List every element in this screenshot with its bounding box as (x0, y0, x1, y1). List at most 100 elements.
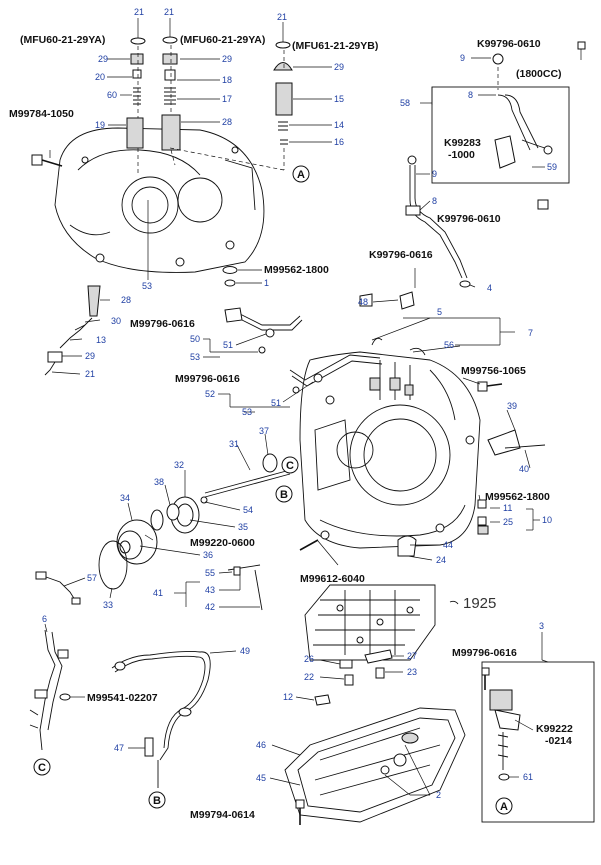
speed-sensor-assy (44, 285, 110, 376)
part-number: 31 (229, 439, 239, 449)
part-number: 4 (487, 283, 492, 293)
bolt-m99784 (31, 154, 63, 167)
speedometer-cable (111, 650, 237, 788)
part-number: 35 (238, 522, 248, 532)
part-number: 37 (259, 426, 269, 436)
code-m99796-0616-c: M99796-0616 (452, 647, 517, 659)
bracket-44 (397, 535, 440, 561)
inset-solenoid-box (481, 632, 595, 823)
code-1925: 1925 (463, 595, 496, 612)
part-number: 50 (190, 334, 200, 344)
pin-m99612 (299, 539, 339, 566)
code-m99784-1050: M99784-1050 (9, 108, 74, 120)
callout-c-bottom (33, 758, 51, 776)
part-number: 43 (205, 585, 215, 595)
part-number: 34 (120, 493, 130, 503)
part-number: 1 (264, 278, 269, 288)
part-number: 29 (222, 54, 232, 64)
part-number: 7 (528, 328, 533, 338)
part-number: 51 (271, 398, 281, 408)
part-number: 41 (153, 588, 163, 598)
code-k99796-0610-top: K99796-0610 (477, 38, 541, 50)
wiring-harness-6 (29, 623, 85, 751)
code-1800cc: (1800CC) (516, 68, 562, 80)
code-k99222: K99222 (536, 723, 573, 735)
part-48 (359, 293, 373, 307)
washer-m99562 (222, 266, 262, 287)
oil-pipe-lower (218, 354, 383, 413)
part-number: 26 (304, 654, 314, 664)
part-number: 15 (334, 94, 344, 104)
part-number: 21 (277, 12, 287, 22)
part-number: 18 (222, 75, 232, 85)
part-number: 10 (542, 515, 552, 525)
callout-b-bottom-label: B (153, 795, 161, 807)
callout-b-mid-label: B (280, 489, 288, 501)
part-number: 53 (142, 281, 152, 291)
part-number: 54 (243, 505, 253, 515)
part-number: 55 (205, 568, 215, 578)
part-number: 14 (334, 120, 344, 130)
code-k99283-suffix: -1000 (448, 149, 475, 161)
transaxle-case (299, 351, 481, 549)
part-number: 25 (503, 517, 513, 527)
part-number: 23 (407, 667, 417, 677)
part-number: 56 (444, 340, 454, 350)
code-m99796-0616-a: M99796-0616 (130, 318, 195, 330)
callout-c-bottom-label: C (38, 762, 46, 774)
code-k99222-suffix: -0214 (545, 735, 572, 747)
callout-a-bottom (495, 797, 513, 815)
part-number: 3 (539, 621, 544, 631)
part-number: 17 (222, 94, 232, 104)
transmission-housing (54, 127, 265, 273)
part-number: 42 (205, 602, 215, 612)
part-number: 22 (304, 672, 314, 682)
oil-pipe-upper (203, 307, 303, 358)
callout-c-mid-label: C (286, 460, 294, 472)
part-number: 2 (436, 790, 441, 800)
part-number: 5 (437, 307, 442, 317)
dipstick-assembly (420, 41, 586, 184)
part-number: 30 (111, 316, 121, 326)
callout-a-top (292, 165, 310, 183)
part-number: 28 (121, 295, 131, 305)
pin-assembly (174, 564, 263, 611)
part-number: 49 (240, 646, 250, 656)
detent-parts (295, 649, 404, 706)
callout-b-mid (275, 485, 293, 503)
case-top-parts (371, 268, 515, 356)
part-number: 29 (98, 54, 108, 64)
code-m99541-02207: M99541-02207 (87, 692, 158, 704)
connector-57 (35, 571, 86, 605)
code-mfu60-21-29ya-a: (MFU60-21-29YA) (20, 34, 105, 46)
part-number: 53 (190, 352, 200, 362)
part-number: 8 (432, 196, 437, 206)
part-number: 51 (223, 340, 233, 350)
code-k99796-0616: K99796-0616 (369, 249, 433, 261)
part-number: 40 (519, 464, 529, 474)
code-m99562-1800-right: M99562-1800 (485, 491, 550, 503)
code-m99794-0614: M99794-0614 (190, 809, 255, 821)
part-number: 20 (95, 72, 105, 82)
part-number: 21 (134, 7, 144, 17)
code-m99220-0600: M99220-0600 (190, 537, 255, 549)
callout-a-bottom-label: A (500, 801, 508, 813)
part-number: 39 (507, 401, 517, 411)
part-number: 16 (334, 137, 344, 147)
part-number: 59 (547, 162, 557, 172)
part-number: 47 (114, 743, 124, 753)
callout-b-bottom (148, 791, 166, 809)
part-number: 24 (436, 555, 446, 565)
part-number: 21 (85, 369, 95, 379)
part-number: 33 (103, 600, 113, 610)
code-k99283: K99283 (444, 137, 481, 149)
part-number: 29 (85, 351, 95, 361)
callout-c-mid (281, 456, 299, 474)
code-k99796-0610-mid: K99796-0610 (437, 213, 501, 225)
part-number: 6 (42, 614, 47, 624)
part-number: 21 (164, 7, 174, 17)
code-mfu61-21-29yb: (MFU61-21-29YB) (292, 40, 378, 52)
part-number: 44 (443, 540, 453, 550)
valve-body (304, 584, 459, 661)
